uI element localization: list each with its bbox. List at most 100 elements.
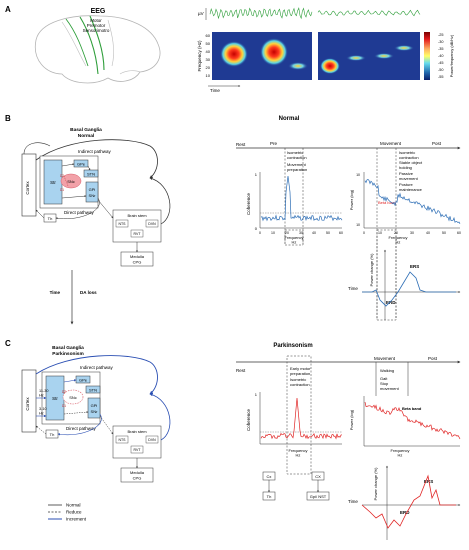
pow-b-annot-1: Isometric — [399, 150, 415, 155]
pd-nts-label: NTS — [119, 438, 127, 442]
pow-b-annot-7: Posture — [399, 182, 414, 187]
cbar-tick-6: -50 — [438, 68, 444, 72]
pow-b-y-top: 10 — [356, 173, 360, 177]
y-tick-60: 60 — [206, 33, 211, 38]
timeline-pre: Pre — [270, 141, 278, 146]
time-label-a: Time — [210, 88, 220, 93]
panel-a-letter: A — [5, 5, 11, 14]
pow-b-x-tick-60: 60 — [457, 231, 461, 235]
coh-b-y-top: 1 — [255, 172, 258, 177]
pow-b-x-tick-40: 40 — [426, 231, 430, 235]
coh-b-x-tick-20: 20 — [285, 231, 289, 235]
erd-trace-parkinson — [361, 474, 456, 529]
coh-b-x-label-2: Hz — [292, 240, 297, 245]
bg-pd-title-1: Basal Ganglia — [52, 345, 84, 351]
eeg-title: EEG — [91, 8, 106, 15]
coh-b-x-tick-40: 40 — [312, 231, 316, 235]
uv-label: µV — [198, 11, 204, 16]
snc-label: SNc — [67, 179, 75, 184]
d2-label: D2 — [60, 174, 64, 178]
coh-annot-3: Movement — [287, 162, 307, 167]
pd-d2-label: D2 — [62, 390, 66, 394]
brain-label-sensorimotor: Sensorimotro — [83, 28, 110, 33]
erd-b-time-label: Time — [348, 286, 358, 291]
coherence-trace-normal — [260, 175, 343, 222]
pd-gpi-label: GPi — [91, 403, 98, 408]
erd-c-time-label: Time — [348, 499, 358, 504]
pow-b-x-label-1: Frequency — [389, 235, 408, 240]
pow-c-x-label-2: Hz — [398, 453, 403, 458]
stn-box — [83, 169, 99, 178]
pd-snc-node — [62, 389, 84, 405]
pow-b-x-tick-20: 20 — [394, 231, 398, 235]
legend-increment: Increment — [66, 517, 87, 522]
da-loss-label: DA loss — [80, 290, 97, 295]
pow-c-y-label: Power (log) — [349, 409, 354, 430]
coherence-trace-parkinson — [260, 397, 343, 440]
beta-band-label-c: Beta band — [402, 406, 422, 411]
gpi-label: GPi — [89, 187, 96, 192]
band-3-10: 3-10 — [39, 407, 47, 411]
nts-label: NTS — [119, 222, 127, 226]
medulla-label-1: Medulla — [130, 254, 145, 259]
pd-pow-annot-1: Walking — [380, 368, 394, 373]
snc-node — [60, 173, 82, 189]
pow-b-x-ticks: 0 10 20 30 40 50 60 — [363, 231, 461, 235]
pow-b-annot-6: movement — [399, 176, 419, 181]
pow-b-y-label: Power (log) — [349, 189, 354, 210]
cbar-tick-2: -30 — [438, 40, 444, 44]
cortex-label: Cortex — [25, 181, 30, 195]
legend: Normal Reduce Increment — [48, 503, 87, 522]
pow-b-annot-2: contraction — [399, 155, 419, 160]
spectrogram-right — [318, 32, 420, 80]
normal-title: Normal — [279, 116, 300, 122]
pd-coh-annot-3: Isometric — [290, 377, 306, 382]
erd-trace-normal — [362, 271, 456, 307]
pd-timeline-movement: Movement — [374, 356, 396, 361]
d1-label: D1 — [60, 188, 64, 192]
pd-pow-annot-2: Gait — [380, 376, 388, 381]
y-tick-50: 50 — [206, 41, 211, 46]
coh-b-x-tick-0: 0 — [259, 231, 261, 235]
coh-b-x-label-1: Frequency — [285, 235, 304, 240]
coh-b-x-tick-30: 30 — [299, 231, 303, 235]
beta-band-label-b: Beta band — [378, 200, 396, 205]
coh-annot-1: Isometric — [287, 150, 303, 155]
panel-b: B Basal Ganglia Normal Cortex Str GPe ST… — [5, 114, 461, 325]
direct-pathway-label: Direct pathway — [64, 210, 95, 215]
pow-b-annot-8: maintenance — [399, 187, 423, 192]
bg-pd-title-2: Parkinsonism — [52, 351, 83, 357]
timeline-movement: Movement — [380, 141, 402, 146]
pd-d1-label: D1 — [62, 404, 66, 408]
colorbar — [424, 32, 430, 80]
medulla-label-2: CPG — [133, 260, 142, 265]
pd-coh-annot-4: contraction — [290, 382, 310, 387]
y-tick-40: 40 — [206, 49, 211, 54]
pd-snr-label: SNr — [91, 409, 99, 414]
parkinsonism-title: Parkinsonism — [273, 343, 312, 349]
panel-c: C Basal Ganglia Parkinsonism Cortex Str … — [5, 339, 461, 540]
eeg-trace-parkinson — [317, 9, 421, 17]
cbar-tick-4: -40 — [438, 54, 444, 58]
band-11-30: 11-30 — [39, 389, 48, 393]
pow-b-x-tick-50: 50 — [442, 231, 446, 235]
pd-coh-annot-1: Early motor — [290, 366, 311, 371]
th-label: Th — [48, 216, 53, 221]
ers-b-label: ERS — [410, 264, 419, 269]
loop-gpi-nst: Gpi/ NST — [310, 494, 327, 499]
pow-b-x-tick-30: 30 — [410, 231, 414, 235]
pow-c-x-label-1: Frequency — [391, 448, 410, 453]
coh-c-y-label: Coherence — [246, 408, 251, 431]
pd-indirect-label: Indirect pathway — [80, 365, 114, 370]
coh-annot-4: preparation — [287, 167, 307, 172]
erd-c-y-label: Power change (%) — [373, 467, 378, 501]
power-trace-normal — [364, 178, 461, 224]
spectrogram-y-label: Frequency (Hz) — [197, 40, 202, 72]
pow-b-annot-5: Passive — [399, 171, 414, 176]
rvt-label: RVT — [134, 232, 142, 236]
pd-rvt-label: RVT — [134, 448, 142, 452]
erd-b-label: ERD — [386, 300, 396, 305]
str-label: Str — [50, 180, 56, 185]
loop-th: Th — [267, 494, 272, 499]
